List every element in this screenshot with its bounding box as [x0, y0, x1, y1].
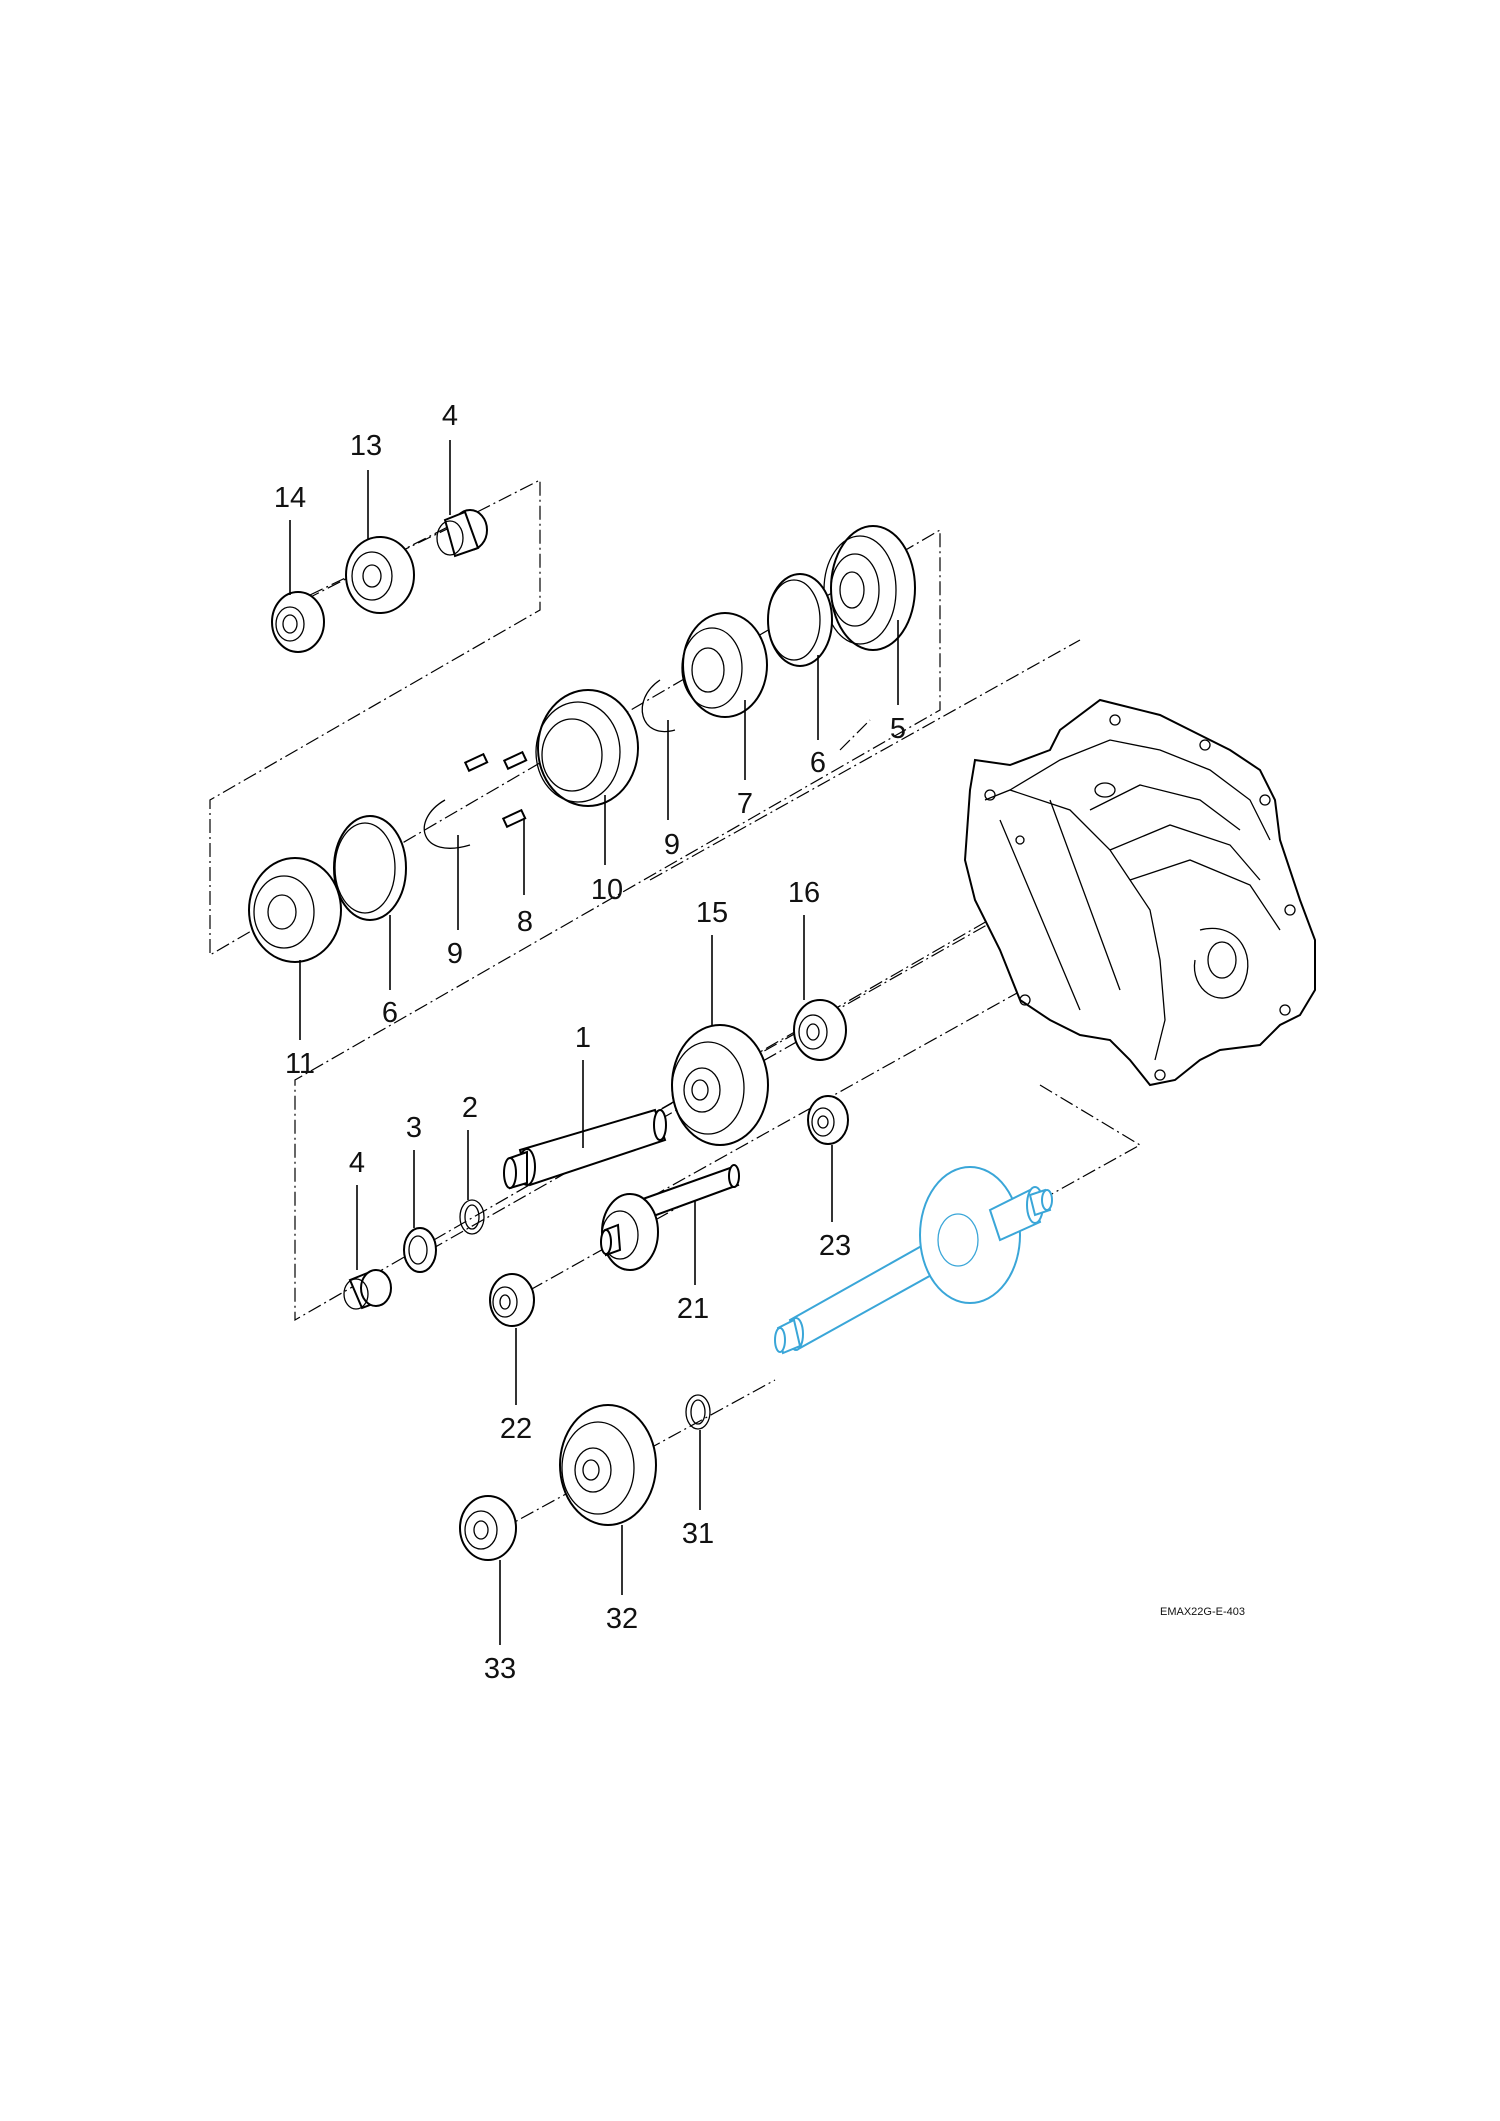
part-23-bearing — [807, 1095, 849, 1145]
part-10-gear — [535, 689, 639, 807]
part-9-circlip-left — [423, 799, 471, 849]
part-6-synchro-ring-left — [333, 815, 407, 921]
callout-5: 5 — [890, 713, 906, 745]
part-2-circlip — [459, 1199, 485, 1235]
callout-13: 13 — [350, 430, 382, 462]
callout-11: 11 — [285, 1048, 315, 1080]
part-1-input-shaft — [503, 1108, 667, 1190]
callout-16: 16 — [788, 877, 820, 909]
callout-32: 32 — [606, 1603, 638, 1635]
part-21-countershaft — [600, 1164, 740, 1271]
part-16-bearing — [793, 999, 847, 1061]
part-33-bearing — [459, 1495, 517, 1561]
callout-8: 8 — [517, 906, 533, 938]
callout-7: 7 — [737, 788, 753, 820]
part-15-gear — [671, 1024, 769, 1146]
part-8-keys — [463, 750, 528, 829]
callout-2: 2 — [462, 1092, 478, 1124]
callout-4-top: 4 — [442, 400, 458, 432]
callout-22: 22 — [500, 1413, 532, 1445]
callout-9-left: 9 — [447, 938, 463, 970]
part-6-synchro-ring-right — [767, 573, 833, 667]
callout-4-bottom: 4 — [349, 1147, 365, 1179]
callout-23: 23 — [819, 1230, 851, 1262]
callout-labels: 4 13 14 5 6 7 9 10 8 9 6 11 15 16 1 2 3 … — [274, 400, 906, 1685]
part-11-gear — [248, 857, 342, 963]
part-32-gear — [559, 1404, 657, 1526]
callout-33: 33 — [484, 1653, 516, 1685]
part-7-synchro-sleeve — [681, 612, 768, 718]
part-5-synchro-hub — [823, 525, 916, 651]
part-9-circlip-right — [641, 679, 676, 733]
callout-3: 3 — [406, 1112, 422, 1144]
callout-1: 1 — [575, 1022, 591, 1054]
callout-6-right: 6 — [810, 747, 826, 779]
callout-21: 21 — [677, 1293, 709, 1325]
callout-10: 10 — [591, 874, 623, 906]
callout-14: 14 — [274, 482, 306, 514]
callout-31: 31 — [682, 1518, 714, 1550]
part-22-bearing — [489, 1273, 535, 1327]
part-4-bushing-bottom — [343, 1269, 392, 1310]
part-31-circlip — [685, 1394, 711, 1430]
leader-lines — [289, 440, 899, 1645]
callout-15: 15 — [696, 897, 728, 929]
transmission-housing — [963, 698, 1316, 1087]
part-14-bearing — [271, 591, 325, 653]
part-13-bearing — [345, 536, 415, 614]
callout-9-right: 9 — [664, 829, 680, 861]
part-4-bushing-top — [436, 509, 488, 558]
callout-6-left: 6 — [382, 997, 398, 1029]
highlighted-output-shaft — [774, 1166, 1053, 1355]
part-3-washer — [403, 1227, 437, 1273]
drawing-code: EMAX22G-E-403 — [1160, 1606, 1245, 1618]
